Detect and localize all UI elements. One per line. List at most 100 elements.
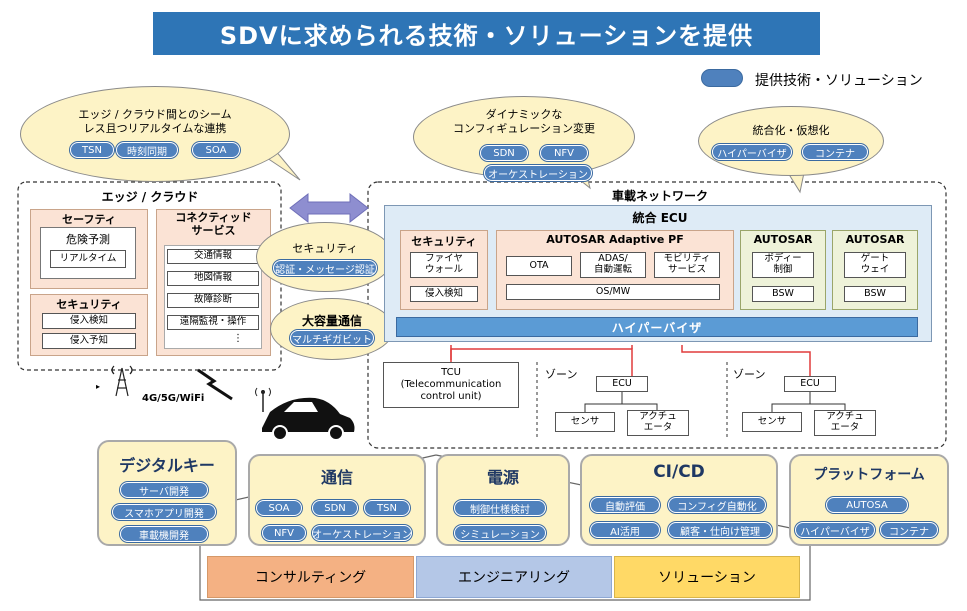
bubble-dynamic-config [413, 96, 635, 178]
bubble-dynamic-text: ダイナミックな コンフィギュレーション変更 [420, 108, 628, 136]
bubble-security [256, 222, 394, 292]
fault-diagnosis: 故障診断 [167, 293, 259, 308]
vehicle-network-title: 車載ネットワーク [611, 189, 708, 203]
dk-onboard: 車載機開発 [120, 526, 208, 542]
service-solution: ソリューション [614, 556, 800, 598]
bubble-text-line: コンフィギュレーション変更 [452, 121, 595, 135]
zone-actuator-1: アクチュ エータ [627, 410, 689, 436]
firewall-line: ウォール [424, 264, 463, 275]
dk-smartphone: スマホアプリ開発 [112, 504, 216, 520]
mobility-line: サービス [667, 264, 706, 275]
bubble-integration [698, 106, 884, 176]
power-title: 電源 [486, 468, 519, 487]
cicd-customer: 顧客・仕向け管理 [668, 522, 772, 538]
adas: ADAS/ 自動運転 [580, 252, 646, 278]
power-control: 制御仕様検討 [454, 500, 546, 516]
actuator-line: アクチュ [826, 411, 864, 423]
pill-hypervisor: ハイパーバイザ [712, 144, 792, 160]
cicd-auto-eval: 自動評価 [590, 497, 660, 513]
bubble-edge-cloud [20, 86, 290, 182]
safety-title: セーフティ [62, 213, 116, 226]
power-simulation: シミュレーション [454, 525, 546, 541]
page-title: SDVに求められる技術・ソリューションを提供 [219, 22, 754, 50]
pill-nfv: NFV [540, 145, 588, 161]
safety-item: 危険予測 [66, 233, 110, 246]
tcu-box: TCU (Telecommunication control unit) [383, 362, 519, 408]
pill-sdn: SDN [480, 145, 528, 161]
bubble-integration-text: 統合化・仮想化 [752, 124, 830, 137]
comm-nfv: NFV [262, 525, 306, 541]
platform-title: プラットフォーム [813, 467, 925, 483]
firewall-line: ファイヤ [425, 253, 463, 265]
tcu-line: (Telecommunication [400, 379, 502, 390]
zone-label-1: ゾーン [545, 368, 578, 381]
legend-label: 提供技術・ソリューション [755, 73, 923, 89]
mobility-service: モビリティ サービス [654, 252, 720, 278]
car-icon [262, 397, 355, 441]
edge-cloud-title: エッジ / クラウド [101, 190, 199, 204]
zone-actuator-2: アクチュ エータ [814, 410, 876, 436]
platform-container: コンテナ [880, 522, 938, 538]
body-control: ボディー 制御 [752, 252, 814, 278]
pill-orchestration: オーケストレーション [484, 165, 592, 181]
actuator-line: エータ [643, 422, 673, 433]
gateway-line: ゲート [860, 253, 890, 265]
service-consulting-label: コンサルティング [254, 570, 367, 586]
antenna-icon: ▸ [96, 382, 101, 391]
digital-key-title: デジタルキー [119, 456, 215, 475]
gateway: ゲート ウェイ [844, 252, 906, 278]
os-mw: OS/MW [506, 284, 720, 300]
zone-ecu-1: ECU [596, 376, 648, 392]
pill-soa: SOA [192, 142, 240, 158]
autosar-gateway-title: AUTOSAR [845, 233, 905, 246]
gateway-line: ウェイ [860, 264, 890, 275]
pill-container: コンテナ [802, 144, 868, 160]
service-consulting: コンサルティング [207, 556, 414, 598]
zone-ecu-2: ECU [784, 376, 836, 392]
ecu-intrusion-detect: 侵入検知 [410, 286, 478, 302]
platform-autosar: AUTOSA [826, 497, 908, 513]
wireless-label: 4G/5G/WiFi [142, 393, 205, 404]
pill-auth: 認証・メッセージ認証 [273, 260, 377, 276]
bubble-text-line: レス且つリアルタイムな連携 [83, 121, 227, 135]
connected-title: コネクティッド サービス [156, 211, 271, 237]
adas-line: 自動運転 [593, 264, 632, 275]
integrated-ecu-title: 統合 ECU [632, 211, 688, 225]
cicd-config-auto: コンフィグ自動化 [668, 497, 766, 513]
bsw-gateway: BSW [844, 286, 906, 302]
comm-title: 通信 [320, 468, 353, 487]
map-info: 地図情報 [167, 271, 259, 286]
safety-sub: リアルタイム [50, 250, 126, 268]
body-control-line: ボディー [764, 253, 802, 265]
connected-more: ⋮ [233, 333, 243, 344]
cicd-title: CI/CD [653, 462, 705, 482]
adaptive-title: AUTOSAR Adaptive PF [546, 233, 684, 246]
adas-line: ADAS/ [598, 253, 628, 265]
bubble-text-line: エッジ / クラウド間とのシーム [78, 108, 232, 121]
mobility-line: モビリティ [663, 253, 711, 265]
service-engineering-label: エンジニアリング [458, 570, 570, 586]
connected-title-line: サービス [191, 224, 236, 238]
cicd-ai: AI活用 [590, 522, 660, 538]
dk-server: サーバ開発 [120, 482, 208, 498]
zone-sensor-2: センサ [742, 412, 802, 432]
bubble-security-text: セキュリティ [292, 242, 358, 255]
zone-label-2: ゾーン [733, 368, 766, 381]
connected-title-line: コネクティッド [175, 211, 252, 224]
intrusion-predict: 侵入予知 [42, 333, 136, 349]
pill-time-sync: 時刻同期 [116, 142, 178, 158]
service-engineering: エンジニアリング [416, 556, 612, 598]
service-solution-label: ソリューション [658, 570, 756, 586]
intrusion-detect: 侵入検知 [42, 313, 136, 329]
zone-sensor-1: センサ [555, 412, 615, 432]
ota: OTA [506, 256, 572, 276]
title-banner: SDVに求められる技術・ソリューションを提供 [153, 12, 820, 55]
comm-orchestration: オーケストレーション [312, 525, 412, 541]
bubble-bandwidth-text: 大容量通信 [301, 314, 362, 328]
comm-soa: SOA [256, 500, 302, 516]
edge-security-title: セキュリティ [56, 298, 122, 311]
tcu-line: control unit) [420, 391, 482, 402]
actuator-line: エータ [830, 422, 860, 433]
bubble-edge-cloud-text: エッジ / クラウド間とのシーム レス且つリアルタイムな連携 [30, 108, 280, 136]
traffic-info: 交通情報 [167, 249, 259, 264]
